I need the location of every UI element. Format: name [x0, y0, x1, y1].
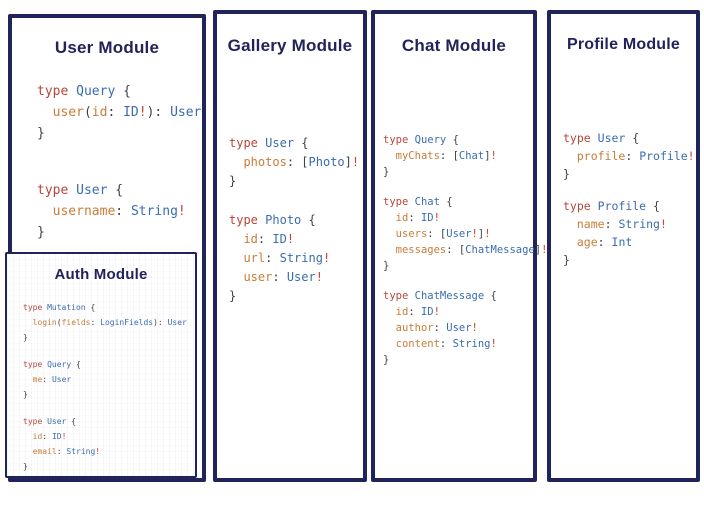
code-line: id: ID!	[395, 306, 440, 318]
code-block: type ChatMessage { id: ID! author: User!…	[383, 288, 547, 368]
auth-module-title: Auth Module	[54, 266, 148, 283]
code-block: type Query { myChats: [Chat]!}	[383, 132, 547, 180]
gallery-module-box: Gallery Module type User { photos: [Phot…	[213, 10, 367, 482]
code-line: id: ID!	[32, 432, 67, 441]
code-block: type User { photos: [Photo]!}	[229, 134, 359, 191]
code-line: username: String!	[52, 204, 186, 219]
code-line: url: String!	[243, 251, 331, 265]
code-line: type Profile {	[563, 199, 660, 213]
auth-module-code: type Mutation { login(fields: LoginField…	[23, 300, 187, 474]
code-line: }	[23, 333, 28, 342]
code-block: type Mutation { login(fields: LoginField…	[23, 300, 187, 345]
code-line: type Photo {	[229, 213, 316, 227]
profile-module-title: Profile Module	[566, 36, 681, 53]
code-line: }	[383, 166, 390, 178]
profile-module-box: Profile Module type User { profile: Prof…	[547, 10, 700, 482]
code-line: type Query {	[23, 360, 81, 369]
code-line: login(fields: LoginFields): User	[32, 318, 187, 327]
gallery-module-code: type User { photos: [Photo]!}type Photo …	[229, 134, 359, 306]
code-line: user: User!	[243, 270, 323, 284]
code-block: type User { username: String!}	[37, 180, 201, 243]
code-line: messages: [ChatMessage]!	[395, 244, 548, 256]
code-line: }	[23, 462, 28, 471]
code-line: name: String!	[576, 217, 667, 231]
code-line: }	[383, 260, 390, 272]
code-line: type User {	[229, 136, 309, 150]
code-line: myChats: [Chat]!	[395, 150, 497, 162]
code-line: user(id: ID!): User	[52, 105, 202, 120]
code-line: }	[23, 390, 28, 399]
code-line: }	[37, 225, 45, 240]
code-line: photos: [Photo]!	[243, 155, 360, 169]
code-line: users: [User!]!	[395, 228, 491, 240]
user-module-title: User Module	[54, 38, 160, 57]
code-line: type User {	[23, 417, 77, 426]
chat-module-code: type Query { myChats: [Chat]!}type Chat …	[383, 132, 547, 368]
auth-module-box: Auth Module type Mutation { login(fields…	[5, 252, 197, 478]
code-line: content: String!	[395, 338, 497, 350]
code-line: }	[37, 126, 45, 141]
code-block: type Query { user(id: ID!): User}	[37, 81, 201, 144]
profile-module-code: type User { profile: Profile!}type Profi…	[563, 129, 695, 269]
code-line: type Query {	[37, 84, 131, 99]
code-line: type ChatMessage {	[383, 290, 497, 302]
code-block: type User { profile: Profile!}	[563, 129, 695, 183]
code-line: type Chat {	[383, 196, 453, 208]
code-line: type User {	[37, 183, 124, 198]
code-line: age: Int	[576, 235, 633, 249]
code-line: }	[383, 354, 390, 366]
code-line: type Query {	[383, 134, 459, 146]
gallery-module-title: Gallery Module	[227, 36, 353, 55]
code-line: }	[229, 174, 237, 188]
code-line: }	[229, 289, 237, 303]
code-line: id: ID!	[395, 212, 440, 224]
code-line: type Mutation {	[23, 303, 96, 312]
code-line: }	[563, 253, 570, 267]
chat-module-box: Chat Module type Query { myChats: [Chat]…	[371, 10, 547, 482]
code-line: }	[563, 167, 570, 181]
code-line: id: ID!	[243, 232, 295, 246]
code-block: type Profile { name: String! age: Int}	[563, 197, 695, 269]
code-line: type User {	[563, 131, 640, 145]
code-line: author: User!	[395, 322, 478, 334]
code-line: profile: Profile!	[576, 149, 695, 163]
user-module-code: type Query { user(id: ID!): User}type Us…	[37, 81, 201, 243]
code-line: email: String!	[32, 447, 101, 456]
code-block: type Chat { id: ID! users: [User!]! mess…	[383, 194, 547, 274]
code-block: type User { id: ID! email: String!}	[23, 414, 187, 474]
code-block: type Photo { id: ID! url: String! user: …	[229, 211, 359, 306]
chat-module-title: Chat Module	[401, 36, 507, 55]
code-line: me: User	[32, 375, 72, 384]
code-block: type Query { me: User}	[23, 357, 187, 402]
